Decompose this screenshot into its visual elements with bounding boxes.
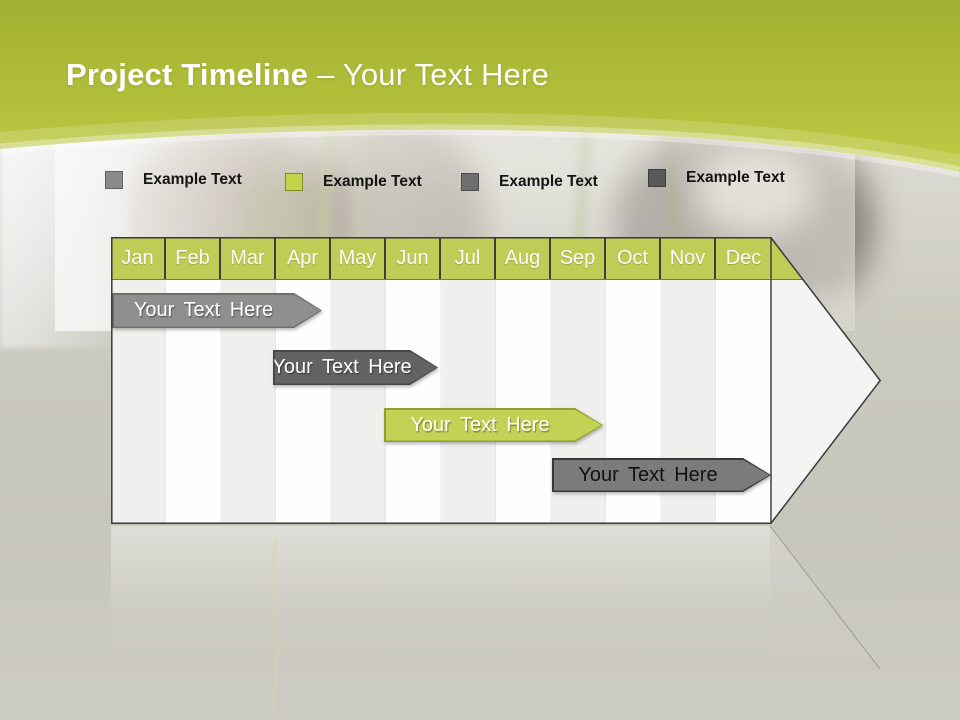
legend-label: Example Text — [323, 173, 422, 190]
gantt-bar-label: Your Text Here — [133, 299, 274, 321]
slide-title-bold: Project Timeline — [66, 57, 309, 92]
gantt-bar-label: Your Text Here — [272, 356, 412, 378]
gantt-bar-fill: Your Text Here — [386, 410, 602, 441]
month-cell-mar[interactable]: Mar — [221, 237, 276, 279]
column-aug — [496, 280, 551, 524]
legend-label: Example Text — [143, 171, 242, 188]
gantt-bar-label: Your Text Here — [410, 413, 550, 436]
month-cell-jul[interactable]: Jul — [441, 237, 496, 279]
slide-title-light: – Your Text Here — [317, 57, 549, 92]
chart-reflection — [111, 525, 881, 714]
legend-swatch-darkgray-icon — [461, 173, 479, 191]
month-cell-feb[interactable]: Feb — [166, 237, 221, 279]
month-cell-dec[interactable]: Dec — [725, 246, 762, 269]
gantt-bar-fill: Your Text Here — [275, 352, 437, 384]
month-cell-apr[interactable]: Apr — [276, 237, 331, 279]
legend-label: Example Text — [499, 173, 598, 190]
month-cell-may[interactable]: May — [331, 237, 386, 279]
gantt-bar-1[interactable]: Your Text Here — [112, 293, 322, 328]
column-jul — [441, 280, 496, 524]
column-may — [331, 280, 386, 524]
legend-label: Example Text — [686, 169, 785, 186]
gantt-bar-4[interactable]: Your Text Here — [552, 458, 771, 492]
header-curve — [0, 0, 960, 178]
gantt-bar-fill: Your Text Here — [114, 295, 321, 327]
column-jun — [386, 280, 441, 524]
gantt-bar-label: Your Text Here — [578, 463, 718, 486]
month-cell-nov[interactable]: Nov — [661, 237, 716, 279]
gantt-bar-fill: Your Text Here — [554, 460, 770, 491]
timeline-chart: Jan Feb Mar Apr May Jun Jul Aug Sep Oct … — [111, 237, 883, 525]
gantt-bar-2[interactable]: Your Text Here — [273, 350, 438, 385]
month-cell-jun[interactable]: Jun — [386, 237, 441, 279]
month-header-row: Jan Feb Mar Apr May Jun Jul Aug Sep Oct … — [111, 237, 881, 280]
legend-item-1[interactable]: Example Text — [105, 170, 242, 190]
legend-swatch-charcoal-icon — [648, 169, 666, 187]
slide-title[interactable]: Project Timeline– Your Text Here — [66, 57, 549, 93]
legend-item-2[interactable]: Example Text — [285, 172, 422, 192]
gantt-bar-3[interactable]: Your Text Here — [384, 408, 603, 442]
legend-swatch-gray-icon — [105, 171, 123, 189]
month-cell-sep[interactable]: Sep — [551, 237, 606, 279]
legend-item-4[interactable]: Example Text — [648, 168, 785, 188]
legend-item-3[interactable]: Example Text — [461, 172, 598, 192]
legend-swatch-green-icon — [285, 173, 303, 191]
month-cell-aug[interactable]: Aug — [496, 237, 551, 279]
month-cell-oct[interactable]: Oct — [606, 237, 661, 279]
month-cell-jan[interactable]: Jan — [111, 237, 166, 279]
